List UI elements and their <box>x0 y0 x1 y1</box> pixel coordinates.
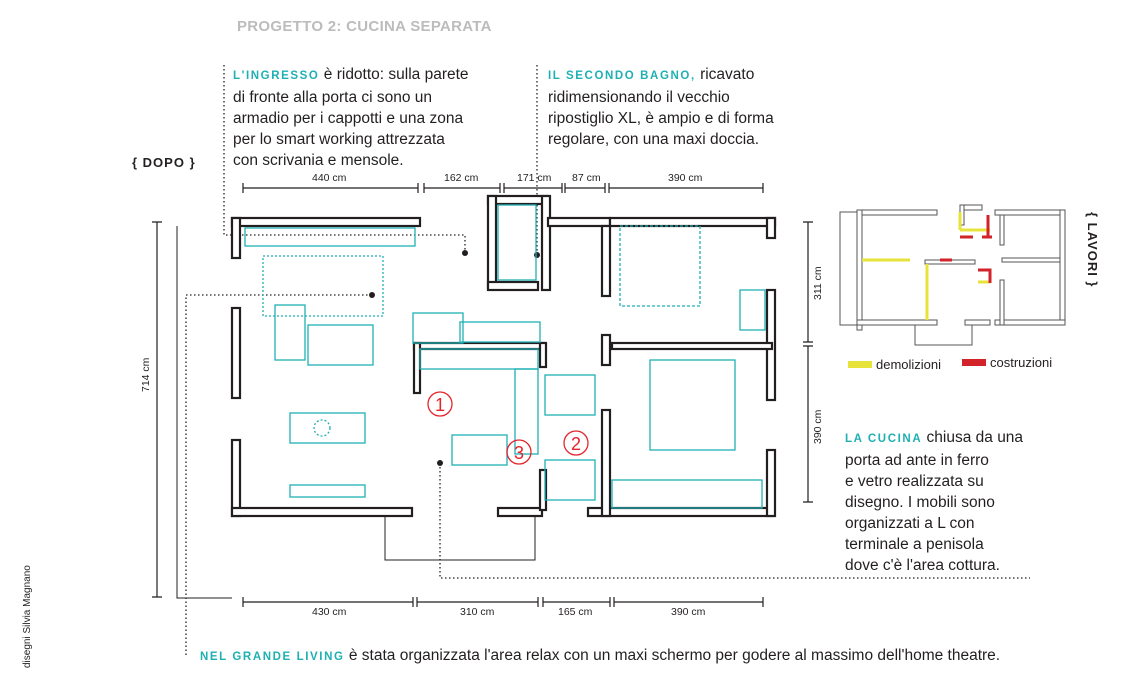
dim-top-5: 390 cm <box>668 172 703 184</box>
caption-line: dove c'è l'area cottura. <box>845 557 1000 574</box>
markers <box>427 391 589 465</box>
kitchen-side-counter <box>514 368 539 455</box>
cucina-lead: LA CUCINA <box>845 433 923 445</box>
page-title: PROGETTO 2: CUCINA SEPARATA <box>237 18 492 35</box>
caption-line: regolare, con una maxi doccia. <box>548 131 760 148</box>
tv-unit <box>289 484 366 498</box>
bed-1 <box>619 225 701 307</box>
bagno-lead: IL SECONDO BAGNO, <box>548 70 696 82</box>
dim-bottom-3: 165 cm <box>558 606 593 618</box>
balcony <box>384 516 536 561</box>
dim-bottom-1: 430 cm <box>312 606 347 618</box>
cucina-caption: LA CUCINA chiusa da una porta ad ante in… <box>845 427 1045 576</box>
legend-costruzioni: costruzioni <box>990 355 1053 370</box>
wardrobe <box>244 227 416 247</box>
ingresso-caption: L'INGRESSO è ridotto: sulla parete di fr… <box>233 64 523 171</box>
shower <box>497 204 537 281</box>
dim-bottom-4: 390 cm <box>671 606 706 618</box>
caption-line: di fronte alla porta ci sono un <box>233 89 433 106</box>
caption-line: ridimensionando il vecchio <box>548 89 730 106</box>
armchair <box>274 304 306 361</box>
demolizioni-swatch <box>848 361 872 368</box>
caption-line: ricavato <box>700 66 755 83</box>
caption-line: per lo smart working attrezzata <box>233 131 445 148</box>
rug <box>262 255 384 317</box>
demolizioni-marks <box>862 212 990 320</box>
costruzioni-marks <box>940 215 992 283</box>
sofa <box>307 324 374 366</box>
kitchen-counter <box>419 348 539 370</box>
dopo-label: { DOPO } <box>132 155 196 170</box>
ingresso-lead: L'INGRESSO <box>233 70 320 82</box>
peninsula <box>451 434 508 466</box>
dim-top-4: 87 cm <box>572 172 601 184</box>
dim-top-1: 440 cm <box>312 172 347 184</box>
caption-line: con scrivania e mensole. <box>233 152 404 169</box>
caption-line: chiusa da una <box>926 429 1024 446</box>
caption-line: terminale a penisola <box>845 536 984 553</box>
costruzioni-swatch <box>962 359 986 366</box>
dim-top-2: 162 cm <box>444 172 479 184</box>
bagno-caption: IL SECONDO BAGNO, ricavato ridimensionan… <box>548 64 848 150</box>
marker-1-label: 1 <box>435 395 445 415</box>
caption-line: è ridotto: sulla parete <box>323 66 469 83</box>
dimension-lines <box>152 183 813 607</box>
dim-bottom-2: 310 cm <box>460 606 495 618</box>
marker-1 <box>427 391 453 417</box>
caption-line: e vetro realizzata su <box>845 473 984 490</box>
marker-2-label: 2 <box>571 434 581 454</box>
works-plan <box>839 204 1066 346</box>
leader-dots <box>369 250 540 466</box>
living-lead: NEL GRANDE LIVING <box>200 651 345 663</box>
wardrobe-2 <box>611 479 763 509</box>
caption-line: porta ad ante in ferro <box>845 452 989 469</box>
dim-top-3: 171 cm <box>517 172 552 184</box>
marker-3 <box>506 439 532 465</box>
dining-table <box>289 412 366 444</box>
leader-lines <box>185 65 1030 655</box>
caption-line: disegno. I mobili sono <box>845 494 995 511</box>
furniture <box>244 204 766 509</box>
caption-line: armadio per i cappotti e una zona <box>233 110 464 127</box>
caption-line: organizzati a L con <box>845 515 975 532</box>
caption-line: ripostiglio XL, è ampio e di forma <box>548 110 774 127</box>
legend-demolizioni: demolizioni <box>876 357 942 372</box>
marker-2 <box>563 430 589 456</box>
caption-line: è stata organizzata l'area relax con un … <box>348 647 1001 664</box>
living-caption: NEL GRANDE LIVING è stata organizzata l'… <box>200 645 1000 668</box>
bed-2 <box>649 359 736 451</box>
walls <box>230 194 777 518</box>
marker-3-label: 3 <box>514 443 524 463</box>
terrace-outline <box>176 226 232 599</box>
